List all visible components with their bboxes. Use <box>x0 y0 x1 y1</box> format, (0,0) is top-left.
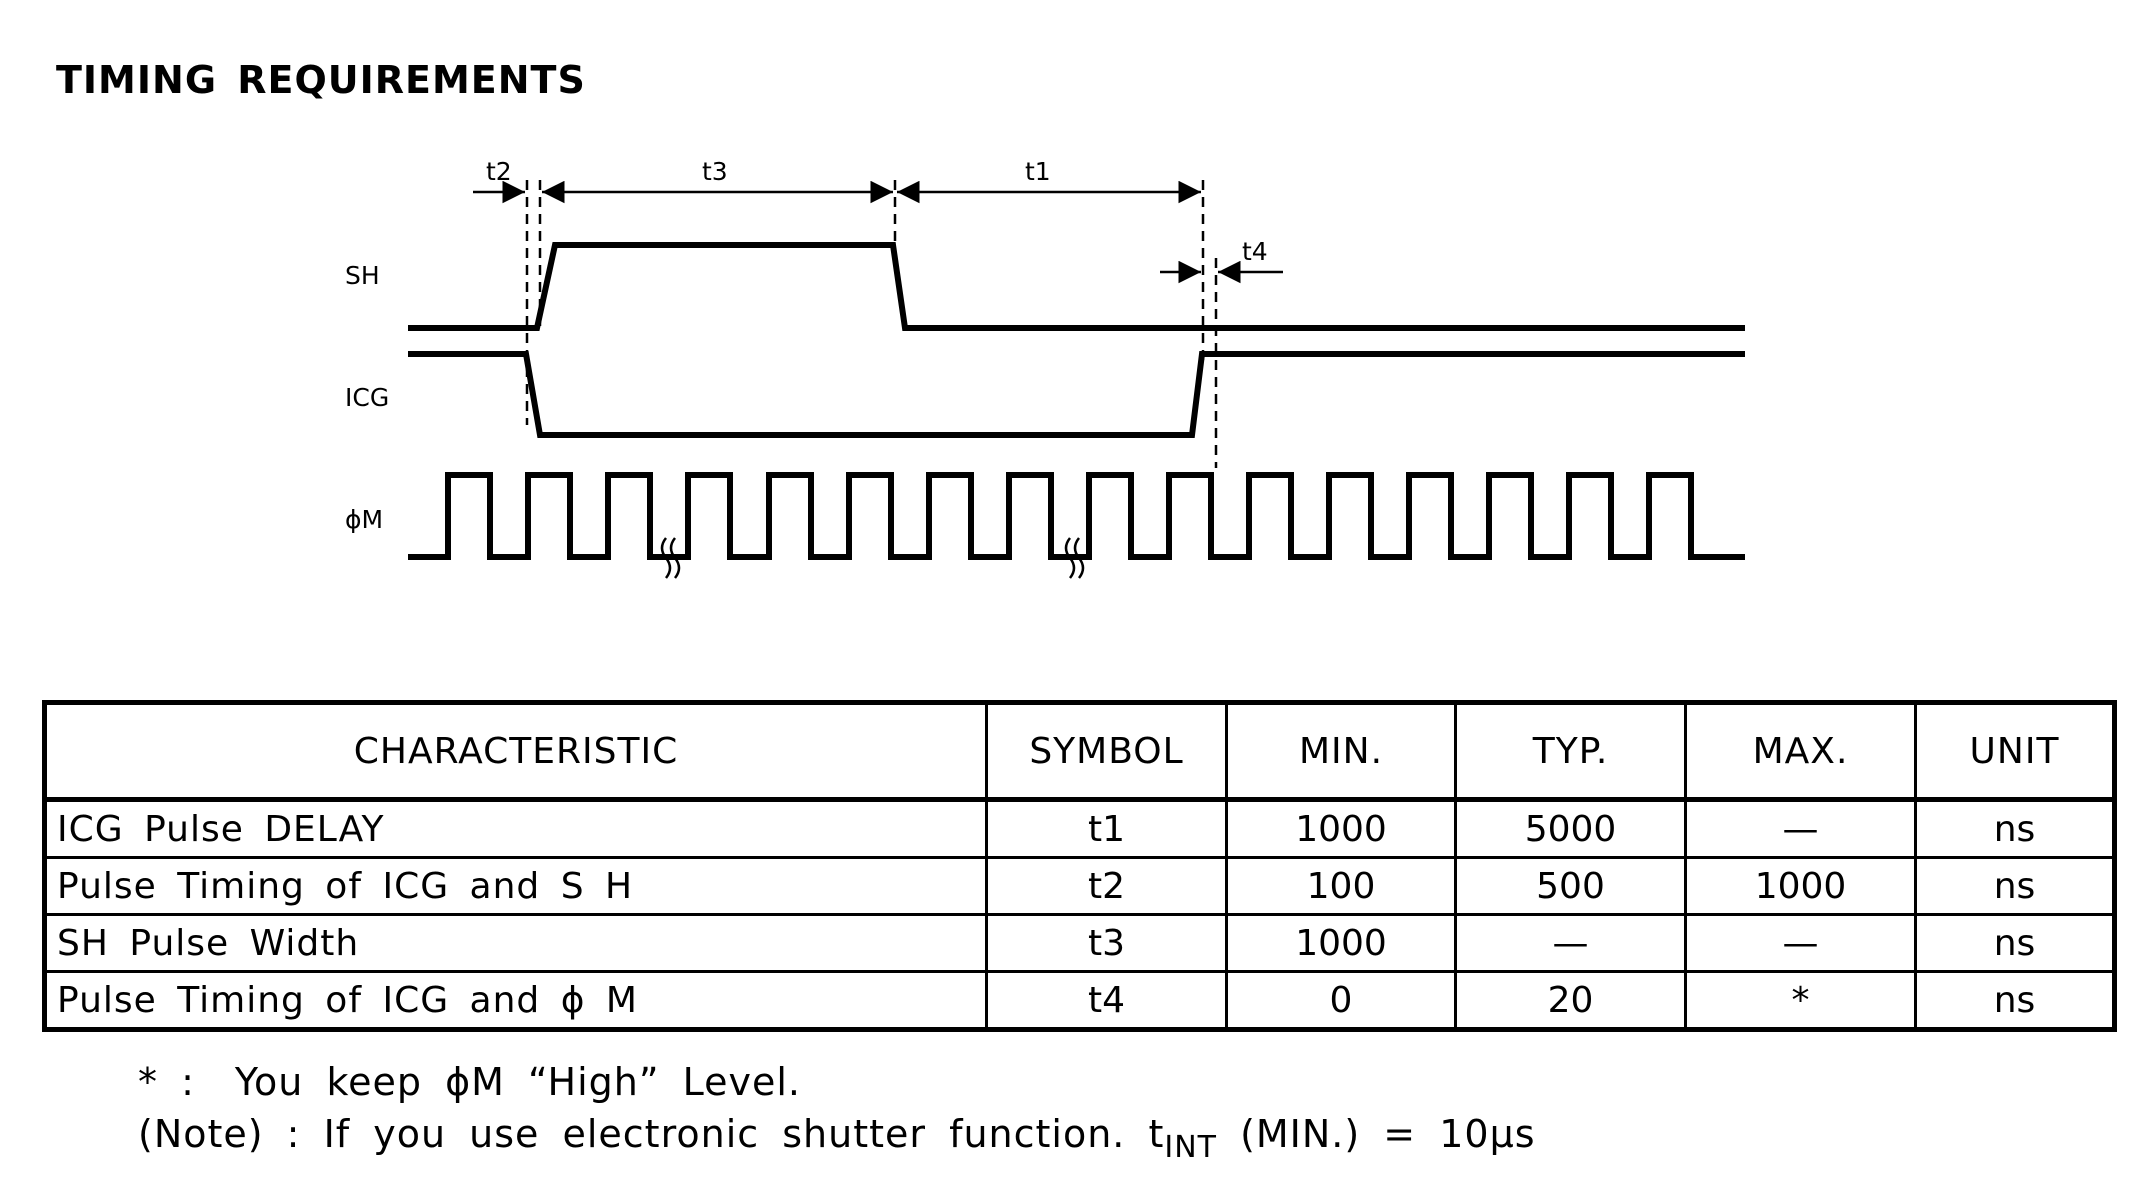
cell-unit: ns <box>1914 798 2116 859</box>
cell-characteristic: Pulse Timing of ICG and S H <box>43 856 988 916</box>
cell-characteristic: Pulse Timing of ICG and ϕ M <box>43 970 988 1031</box>
table-row: SH Pulse Width t3 1000 — — ns <box>43 913 2116 973</box>
footnote-note: (Note) : If you use electronic shutter f… <box>138 1112 1536 1165</box>
signal-label-phim: ϕM <box>345 505 383 534</box>
note-subscript: INT <box>1164 1130 1217 1165</box>
cell-symbol: t1 <box>985 798 1228 859</box>
timing-requirements-table: CHARACTERISTIC SYMBOL MIN. TYP. MAX. UNI… <box>42 700 2117 1032</box>
cell-symbol: t3 <box>985 913 1228 973</box>
header-typ: TYP. <box>1454 701 1687 802</box>
page-title: TIMING REQUIREMENTS <box>56 58 586 102</box>
timing-diagram: SH ICG ϕM t2 t3 t1 t4 <box>345 157 1745 579</box>
cell-max: 1000 <box>1684 856 1917 916</box>
table-header-row: CHARACTERISTIC SYMBOL MIN. TYP. MAX. UNI… <box>43 701 2116 802</box>
reference-dashed-lines <box>525 180 1218 468</box>
interval-label-t1: t1 <box>1025 157 1051 186</box>
sh-waveform <box>408 242 1745 331</box>
interval-label-t4: t4 <box>1242 237 1268 266</box>
cell-min: 1000 <box>1225 913 1457 973</box>
cell-unit: ns <box>1914 856 2116 916</box>
table-row: ICG Pulse DELAY t1 1000 5000 — ns <box>43 798 2116 859</box>
header-symbol: SYMBOL <box>985 701 1228 802</box>
footnote-text: You keep ϕM “High” Level. <box>234 1060 802 1104</box>
header-min: MIN. <box>1225 701 1457 802</box>
cell-typ: 20 <box>1454 970 1687 1031</box>
cell-characteristic: SH Pulse Width <box>43 913 988 973</box>
header-unit: UNIT <box>1914 701 2116 802</box>
cell-max: — <box>1684 913 1917 973</box>
header-characteristic: CHARACTERISTIC <box>43 701 988 802</box>
table-row: Pulse Timing of ICG and S H t2 100 500 1… <box>43 856 2116 916</box>
table-row: Pulse Timing of ICG and ϕ M t4 0 20 * ns <box>43 970 2116 1031</box>
cell-typ: 5000 <box>1454 798 1687 859</box>
cell-unit: ns <box>1914 913 2116 973</box>
header-max: MAX. <box>1684 701 1917 802</box>
cell-max: — <box>1684 798 1917 859</box>
cell-unit: ns <box>1914 970 2116 1031</box>
cell-symbol: t2 <box>985 856 1228 916</box>
icg-waveform <box>408 351 1745 438</box>
dimension-lines <box>473 180 1283 284</box>
note-prefix: (Note) : If you use electronic shutter f… <box>138 1112 1165 1156</box>
footnote-asterisk: * : You keep ϕM “High” Level. <box>138 1060 801 1104</box>
cell-symbol: t4 <box>985 970 1228 1031</box>
cell-typ: — <box>1454 913 1687 973</box>
cell-min: 100 <box>1225 856 1457 916</box>
break-mark-right <box>1064 537 1085 579</box>
interval-label-t2: t2 <box>486 157 512 186</box>
cell-min: 1000 <box>1225 798 1457 859</box>
interval-label-t3: t3 <box>702 157 728 186</box>
cell-characteristic: ICG Pulse DELAY <box>43 798 988 859</box>
cell-typ: 500 <box>1454 856 1687 916</box>
footnote-mark: * : <box>138 1060 195 1104</box>
cell-max: * <box>1684 970 1917 1031</box>
note-suffix: (MIN.) = 10μs <box>1216 1112 1536 1156</box>
signal-label-icg: ICG <box>345 383 389 412</box>
cell-min: 0 <box>1225 970 1457 1031</box>
signal-label-sh: SH <box>345 261 380 290</box>
break-mark-left <box>660 537 681 579</box>
